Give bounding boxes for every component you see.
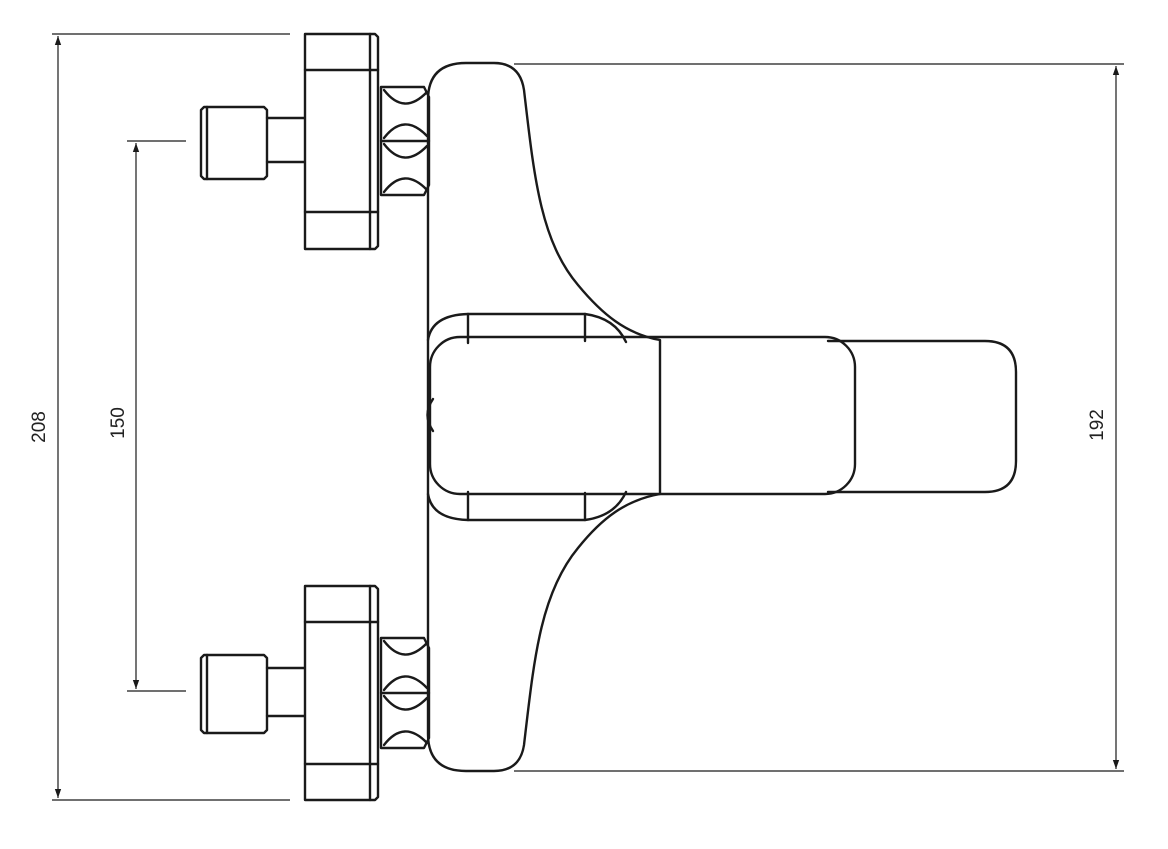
- lower-inlet-connector: [199, 584, 431, 802]
- upper-inlet-pipe: [199, 105, 269, 181]
- lower-flange: [303, 584, 380, 802]
- dimension-body-height: 192: [514, 63, 1124, 772]
- lower-inlet-pipe: [199, 653, 269, 735]
- dimension-overall-height: 208: [29, 33, 290, 801]
- dimension-label-overall-height: 208: [29, 411, 50, 443]
- dimension-label-body-height: 192: [1087, 409, 1108, 441]
- lever-base: [428, 335, 857, 496]
- lever-tip: [826, 339, 1018, 494]
- upper-inlet-connector: [199, 32, 431, 251]
- body-outline: [426, 61, 662, 773]
- cartridge-collar: [426, 312, 628, 344]
- mixer-body: [426, 61, 662, 773]
- dimension-label-inlet-spacing: 150: [108, 407, 129, 439]
- dimension-inlet-spacing: 150: [108, 140, 186, 692]
- lever-handle: [428, 335, 1018, 496]
- upper-flange: [303, 32, 380, 251]
